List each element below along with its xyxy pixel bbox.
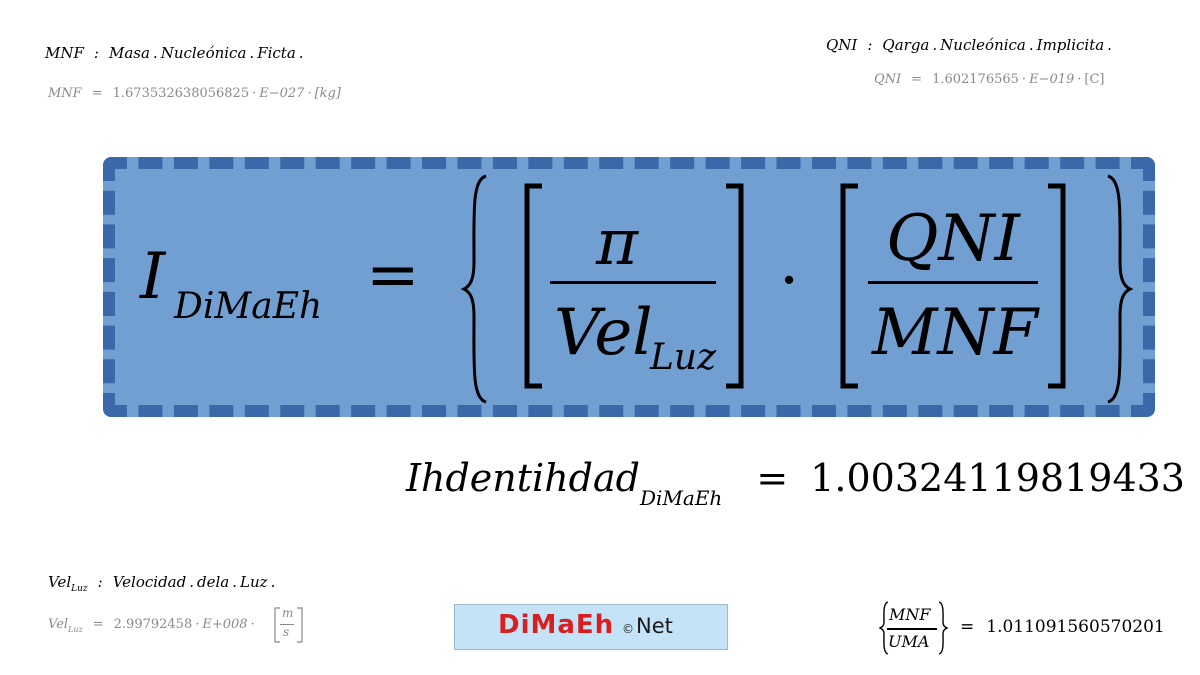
vel-symbol-sub: Luz (71, 584, 88, 594)
ratio-equals: = (960, 617, 975, 637)
frac2-line (868, 281, 1038, 284)
identity-label: Ihdentihdad (406, 456, 640, 500)
frac2-numerator: QNI (886, 202, 1020, 276)
frac1-numerator: π (596, 206, 639, 280)
right-bracket-1-icon (726, 183, 744, 389)
logo-suffix: Net (636, 614, 673, 638)
qni-value-line: QNI=1.602176565·E−019·[C] (874, 72, 1105, 87)
vel-definition: VelLuz:Velocidad.dela.Luz. (48, 573, 276, 594)
formula-lhs-sub: DiMaEh (174, 286, 323, 327)
frac2-denominator: MNF (872, 296, 1038, 370)
qni-name-2: Nucleónica (940, 36, 1026, 54)
logo-copyright: © (622, 622, 634, 636)
mnf-value: 1.673532638056825 (112, 86, 250, 101)
identity-value: 1.00324119819433 (810, 456, 1185, 500)
vel-exp: E+008 (202, 617, 248, 632)
mnf-symbol: MNF (45, 44, 84, 62)
vel-name-3: Luz (240, 573, 268, 591)
vel-name-1: Velocidad (112, 573, 187, 591)
left-curly-brace-icon (460, 174, 487, 404)
vel-unit-left-bracket-icon (274, 607, 280, 643)
frac1-line (550, 281, 716, 284)
qni-unit: [C] (1084, 72, 1105, 87)
vel-value-line: VelLuz=2.99792458·E+008· (48, 617, 255, 634)
ratio-denominator: UMA (888, 632, 930, 651)
logo-brand: DiMaEh (498, 610, 615, 640)
ratio-result: = 1.011091560570201 (960, 617, 1165, 637)
mnf-value-symbol: MNF (48, 86, 82, 101)
mnf-equals: = (91, 86, 103, 101)
formula-equals: = (366, 238, 420, 312)
vel-unit-right-bracket-icon (297, 607, 303, 643)
frac1-denominator: Vel (554, 296, 653, 370)
qni-equals: = (911, 72, 923, 87)
ratio-line (887, 628, 937, 630)
formula-lhs: I (140, 240, 166, 314)
mnf-name-3: Ficta (257, 44, 296, 62)
mnf-value-line: MNF=1.673532638056825·E−027·[kg] (48, 86, 341, 101)
mnf-sep: : (93, 44, 99, 62)
ratio-value: 1.011091560570201 (986, 617, 1165, 637)
vel-unit-line (280, 624, 294, 625)
vel-equals: = (92, 617, 104, 632)
mnf-name-1: Masa (108, 44, 150, 62)
mnf-name-2: Nucleónica (160, 44, 247, 62)
qni-definition: QNI:Qarga.Nucleónica.Implicita. (826, 36, 1112, 54)
right-curly-brace-icon (1107, 174, 1134, 404)
vel-unit-num: m (282, 606, 294, 620)
vel-sep: : (97, 573, 103, 591)
left-bracket-2-icon (840, 183, 858, 389)
vel-value-symbol: Vel (48, 617, 69, 632)
vel-value: 2.99792458 (113, 617, 193, 632)
qni-name-3: Implicita (1036, 36, 1105, 54)
mnf-definition: MNF:Masa.Nucleónica.Ficta. (45, 44, 304, 62)
left-bracket-1-icon (524, 183, 542, 389)
frac1-denominator-sub: Luz (650, 337, 717, 378)
qni-value-symbol: QNI (874, 72, 902, 87)
ratio-numerator: MNF (889, 605, 931, 624)
vel-symbol: Vel (48, 573, 72, 591)
qni-exp: E−019 (1029, 72, 1075, 87)
qni-symbol: QNI (826, 36, 858, 54)
mnf-exp: E−027 (259, 86, 305, 101)
logo-box (454, 604, 728, 650)
formula-box (103, 157, 1155, 417)
vel-name-2: dela (197, 573, 230, 591)
ratio-right-brace-icon (938, 601, 949, 655)
vel-unit-den: s (283, 625, 290, 639)
mnf-unit: [kg] (314, 86, 341, 101)
identity-label-sub: DiMaEh (639, 486, 723, 510)
qni-value: 1.602176565 (932, 72, 1019, 87)
vel-value-symbol-sub: Luz (68, 625, 83, 634)
identity-equals: = (756, 456, 789, 500)
right-bracket-2-icon (1048, 183, 1066, 389)
qni-name-1: Qarga (882, 36, 930, 54)
identity-result: IhdentihdadDiMaEh = 1.00324119819433 (406, 456, 1185, 510)
ratio-left-brace-icon (878, 601, 889, 655)
qni-sep: : (867, 36, 873, 54)
formula-mult: · (779, 244, 800, 318)
